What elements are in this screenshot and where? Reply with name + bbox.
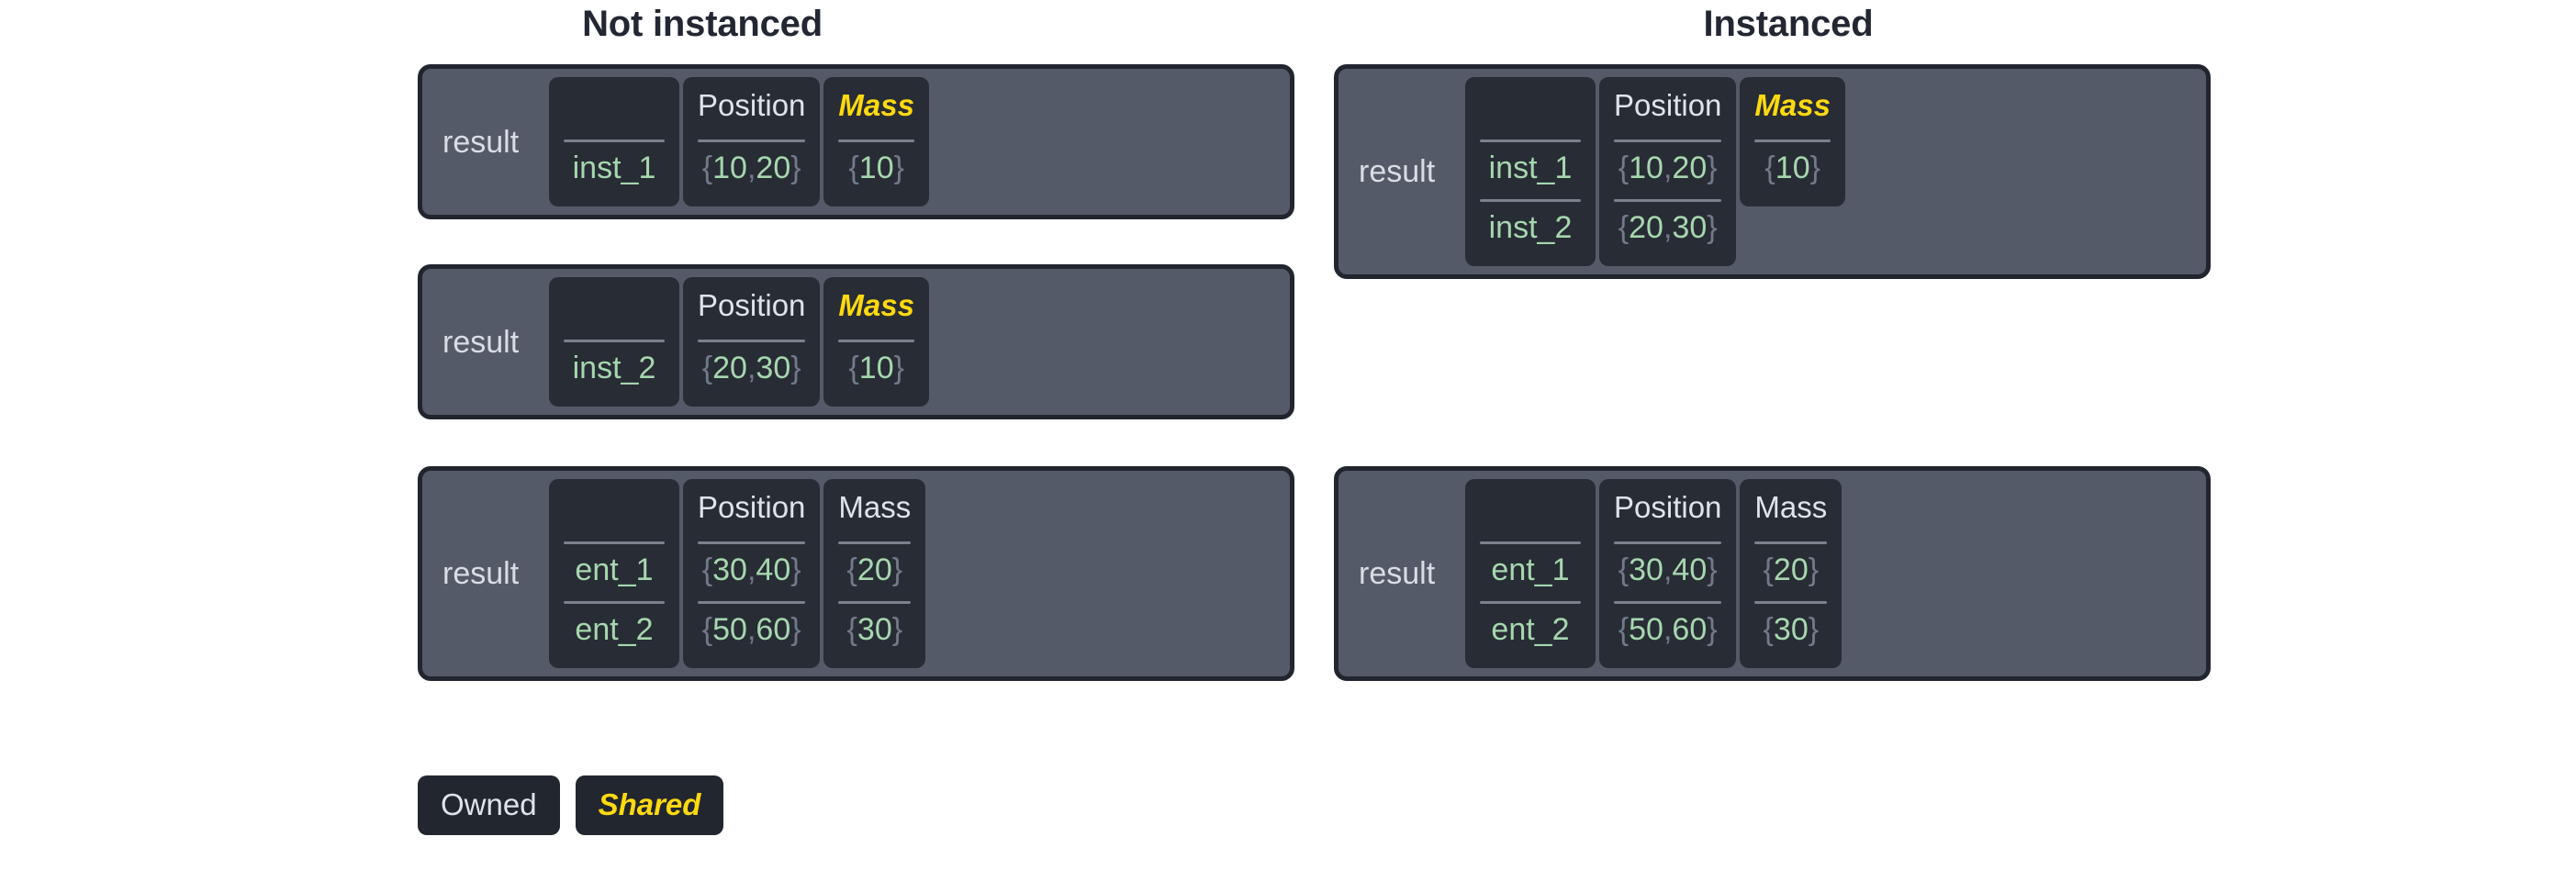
row-separator bbox=[838, 139, 914, 142]
legend: Owned Shared bbox=[418, 775, 724, 835]
row-separator bbox=[698, 340, 806, 342]
row-separator bbox=[1754, 139, 1831, 142]
column-header: Position bbox=[1614, 490, 1722, 524]
row-separator bbox=[698, 541, 806, 544]
row-separator bbox=[1480, 139, 1581, 142]
row-separator bbox=[698, 601, 806, 604]
row-separator bbox=[564, 340, 665, 342]
result-label: result bbox=[442, 556, 520, 591]
column-header: Position bbox=[698, 288, 806, 322]
row-separator bbox=[1614, 601, 1722, 604]
column-header: Position bbox=[698, 88, 806, 122]
column-header: Mass bbox=[838, 88, 914, 122]
column-title-not-instanced: Not instanced bbox=[582, 4, 823, 44]
row-separator bbox=[1614, 541, 1722, 544]
row-separator bbox=[1614, 139, 1722, 142]
row-separator bbox=[698, 139, 806, 142]
column-header: Mass bbox=[838, 490, 912, 524]
column-header: Mass bbox=[1754, 88, 1831, 122]
result-label: result bbox=[1359, 154, 1436, 189]
row-separator bbox=[838, 541, 912, 544]
column-header: Mass bbox=[1754, 490, 1828, 524]
column-header: Position bbox=[1614, 88, 1722, 122]
column-title-instanced: Instanced bbox=[1703, 4, 1874, 44]
row-separator bbox=[838, 601, 912, 604]
column-header bbox=[1480, 479, 1581, 536]
row-separator bbox=[1480, 601, 1581, 604]
row-separator bbox=[564, 541, 665, 544]
legend-chip-owned: Owned bbox=[418, 775, 560, 835]
column-header bbox=[1480, 77, 1581, 134]
column-header bbox=[564, 77, 665, 134]
row-separator bbox=[838, 340, 914, 342]
row-separator bbox=[1480, 541, 1581, 544]
column-header bbox=[564, 277, 665, 334]
legend-chip-shared: Shared bbox=[575, 775, 724, 835]
column-header: Position bbox=[698, 490, 806, 524]
result-label: result bbox=[442, 324, 520, 360]
row-separator bbox=[1614, 199, 1722, 202]
row-separator bbox=[564, 601, 665, 604]
result-label: result bbox=[1359, 556, 1436, 591]
column-header bbox=[564, 479, 665, 536]
column-header: Mass bbox=[838, 288, 914, 322]
row-separator bbox=[1754, 601, 1828, 604]
row-separator bbox=[1754, 541, 1828, 544]
row-separator bbox=[564, 139, 665, 142]
result-label: result bbox=[442, 124, 520, 160]
row-separator bbox=[1480, 199, 1581, 202]
